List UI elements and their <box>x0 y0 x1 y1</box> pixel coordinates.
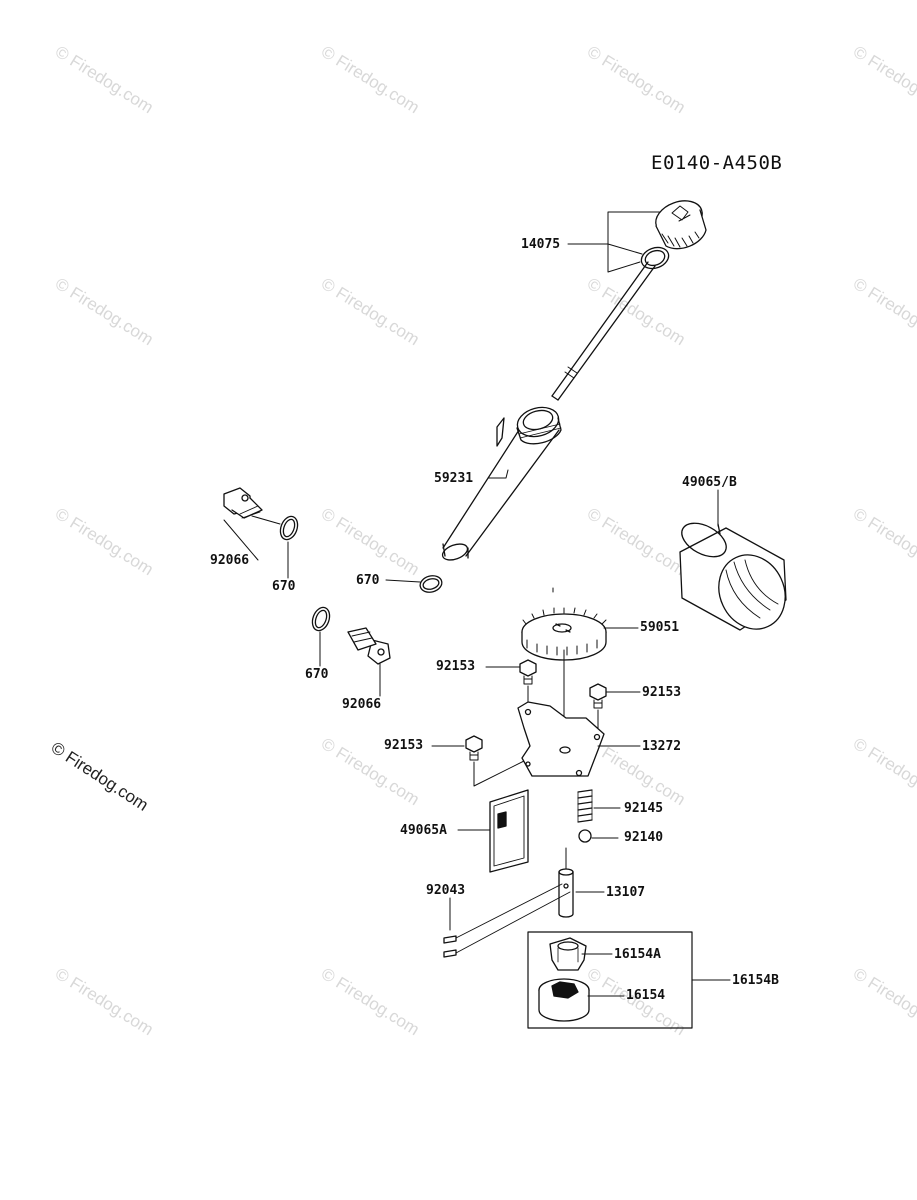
o-ring <box>419 575 443 593</box>
outer-rotor <box>538 978 590 1022</box>
part-label-92140: 92140 <box>624 830 664 845</box>
o-ring <box>311 606 331 632</box>
part-label-670: 670 <box>356 573 380 588</box>
part-label-14075: 14075 <box>521 237 561 252</box>
dipstick-tube <box>441 406 562 561</box>
dipstick-cap <box>640 200 707 270</box>
part-label-16154a: 16154A <box>614 947 661 962</box>
part-label-16154: 16154 <box>626 988 666 1003</box>
leader-lines <box>223 211 731 997</box>
inner-rotor <box>549 937 587 971</box>
part-label-59051: 59051 <box>640 620 680 635</box>
o-ring <box>422 578 440 590</box>
pump-shaft <box>558 847 574 918</box>
dipstick-rod <box>551 261 656 401</box>
o-ring <box>282 518 296 538</box>
bolt <box>519 659 537 685</box>
dowel-pins <box>443 883 571 958</box>
part-label-92145: 92145 <box>624 801 664 816</box>
pump-gear <box>521 607 607 661</box>
part-label-13272: 13272 <box>642 739 682 754</box>
part-label-92066: 92066 <box>342 697 382 712</box>
oil-filter <box>679 522 787 631</box>
bolt <box>465 735 483 761</box>
diagram-code: E0140-A450B <box>651 152 783 174</box>
part-label-670: 670 <box>272 579 296 594</box>
relief-spring <box>577 789 593 823</box>
pump-cover-plate <box>517 701 605 777</box>
part-label-670: 670 <box>305 667 329 682</box>
o-ring <box>314 609 328 629</box>
bolt <box>589 683 607 709</box>
part-label-92043: 92043 <box>426 883 466 898</box>
part-label-92153: 92153 <box>642 685 682 700</box>
part-label-16154b: 16154B <box>732 973 779 988</box>
drain-plug <box>223 487 263 519</box>
oil-strainer <box>489 789 529 873</box>
relief-ball <box>578 829 592 843</box>
part-label-49065-b: 49065/B <box>682 475 737 490</box>
part-label-49065a: 49065A <box>400 823 447 838</box>
part-label-59231: 59231 <box>434 471 474 486</box>
bolt-leader <box>473 759 527 787</box>
part-label-13107: 13107 <box>606 885 646 900</box>
drain-plug <box>347 627 391 665</box>
part-label-92153: 92153 <box>436 659 476 674</box>
part-label-92153: 92153 <box>384 738 424 753</box>
o-ring <box>279 515 299 541</box>
part-label-92066: 92066 <box>210 553 250 568</box>
